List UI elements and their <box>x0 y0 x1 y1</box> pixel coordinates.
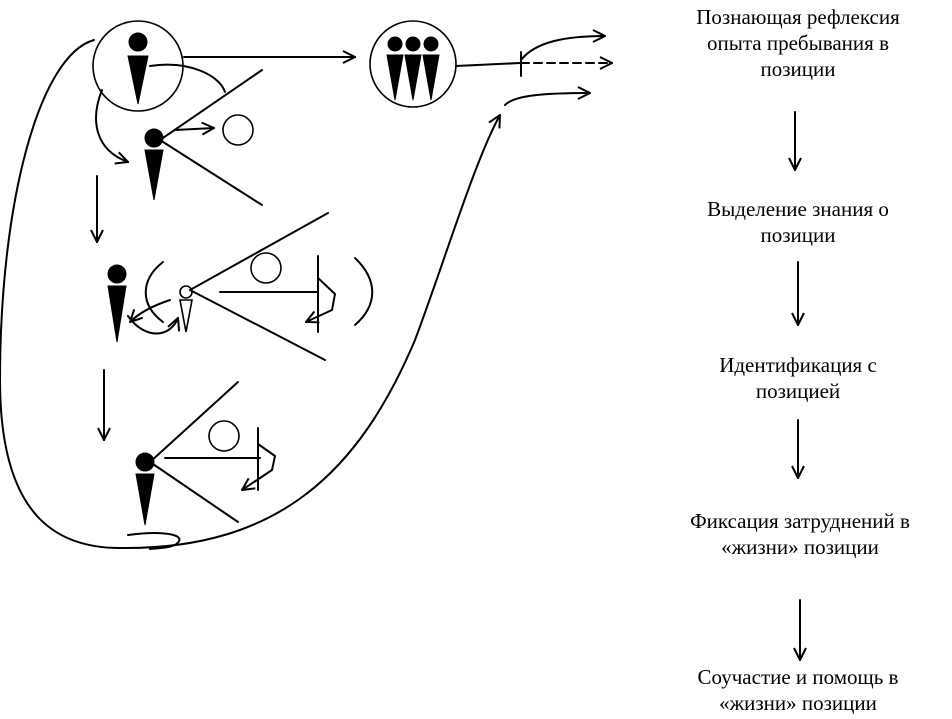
figure-identification <box>107 212 374 361</box>
curl-arc <box>149 63 226 93</box>
figure-difficulties <box>127 381 276 550</box>
step-participation: Соучастие и помощь в «жизни» позиции <box>697 665 899 715</box>
branch-arrows <box>455 36 613 106</box>
step-knowledge: Выделение знания о позиции <box>707 197 889 247</box>
curved-arrow-down <box>95 89 128 162</box>
column-arrows <box>795 111 800 661</box>
figure-observer-1 <box>144 69 263 206</box>
step-difficulties: Фиксация затруднений в «жизни» позиции <box>690 509 910 559</box>
position-circle-single <box>92 20 184 112</box>
step-reflection: Познающая рефлексия опыта пребывания в п… <box>696 5 900 81</box>
step-identification: Идентификация с позицией <box>719 353 877 403</box>
position-circle-group <box>369 20 457 108</box>
outer-loop-curve <box>0 39 500 550</box>
